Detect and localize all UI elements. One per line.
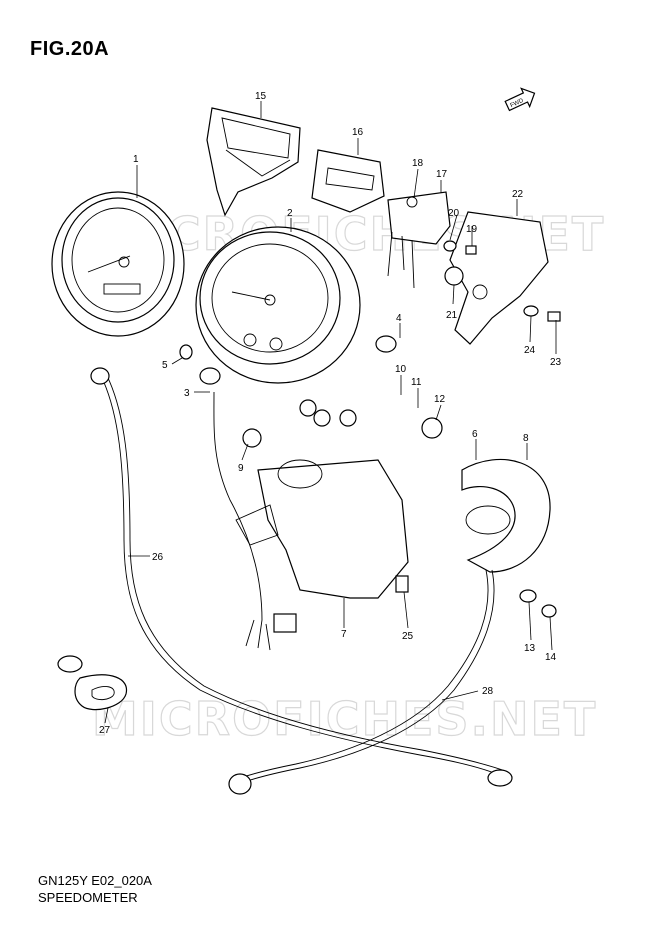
callout-1: 1 xyxy=(133,154,139,165)
diagram-footer: GN125Y E02_020A SPEEDOMETER xyxy=(38,872,152,906)
callout-15: 15 xyxy=(255,91,267,102)
tachometer-cable xyxy=(243,569,495,783)
callout-19: 19 xyxy=(466,224,478,235)
callout-16: 16 xyxy=(352,127,364,138)
rubber-grommet xyxy=(57,655,128,711)
callout-23: 23 xyxy=(550,357,562,368)
callout-7: 7 xyxy=(341,629,347,640)
leader-lines xyxy=(104,101,557,724)
meter-visor-bracket xyxy=(206,107,301,217)
tachometer-gauge xyxy=(195,226,361,384)
speedometer-cable xyxy=(97,369,507,779)
wiring-harness xyxy=(213,391,263,649)
indicator-light-housing xyxy=(311,149,385,213)
callout-10: 10 xyxy=(395,364,407,375)
callout-9: 9 xyxy=(238,463,244,474)
callout-25: 25 xyxy=(402,631,414,642)
callout-11: 11 xyxy=(411,377,422,388)
callout-13: 13 xyxy=(524,643,536,654)
callout-24: 24 xyxy=(524,345,536,356)
callout-14: 14 xyxy=(545,652,557,663)
callout-20: 20 xyxy=(448,208,460,219)
callout-26: 26 xyxy=(152,552,164,563)
figure-title: FIG.20A xyxy=(30,38,110,60)
diagram-name: SPEEDOMETER xyxy=(38,890,138,905)
callout-27: 27 xyxy=(99,725,111,736)
callout-4: 4 xyxy=(396,313,402,324)
speedometer-gauge xyxy=(51,191,185,337)
meter-rear-cover xyxy=(449,211,549,345)
callout-18: 18 xyxy=(412,158,424,169)
fwd-arrow-icon: FWD xyxy=(504,87,536,112)
callout-28: 28 xyxy=(482,686,494,697)
callout-12: 12 xyxy=(434,394,446,405)
callout-22: 22 xyxy=(512,189,524,200)
watermark-bottom: MICROFICHES.NET xyxy=(92,692,597,746)
fastener-hardware xyxy=(395,240,561,618)
callout-5: 5 xyxy=(162,360,168,371)
callout-6: 6 xyxy=(472,429,478,440)
callout-3: 3 xyxy=(184,388,190,399)
callout-21: 21 xyxy=(446,310,458,321)
meter-lower-case xyxy=(235,459,409,599)
callout-17: 17 xyxy=(436,169,448,180)
indicator-bracket xyxy=(387,191,451,289)
callout-2: 2 xyxy=(287,208,293,219)
diagram-code: GN125Y E02_020A xyxy=(38,873,152,888)
meter-base-housing xyxy=(461,458,551,573)
fwd-arrow-label: FWD xyxy=(510,98,526,109)
callout-8: 8 xyxy=(523,433,529,444)
bulb-socket-icon xyxy=(179,266,464,448)
